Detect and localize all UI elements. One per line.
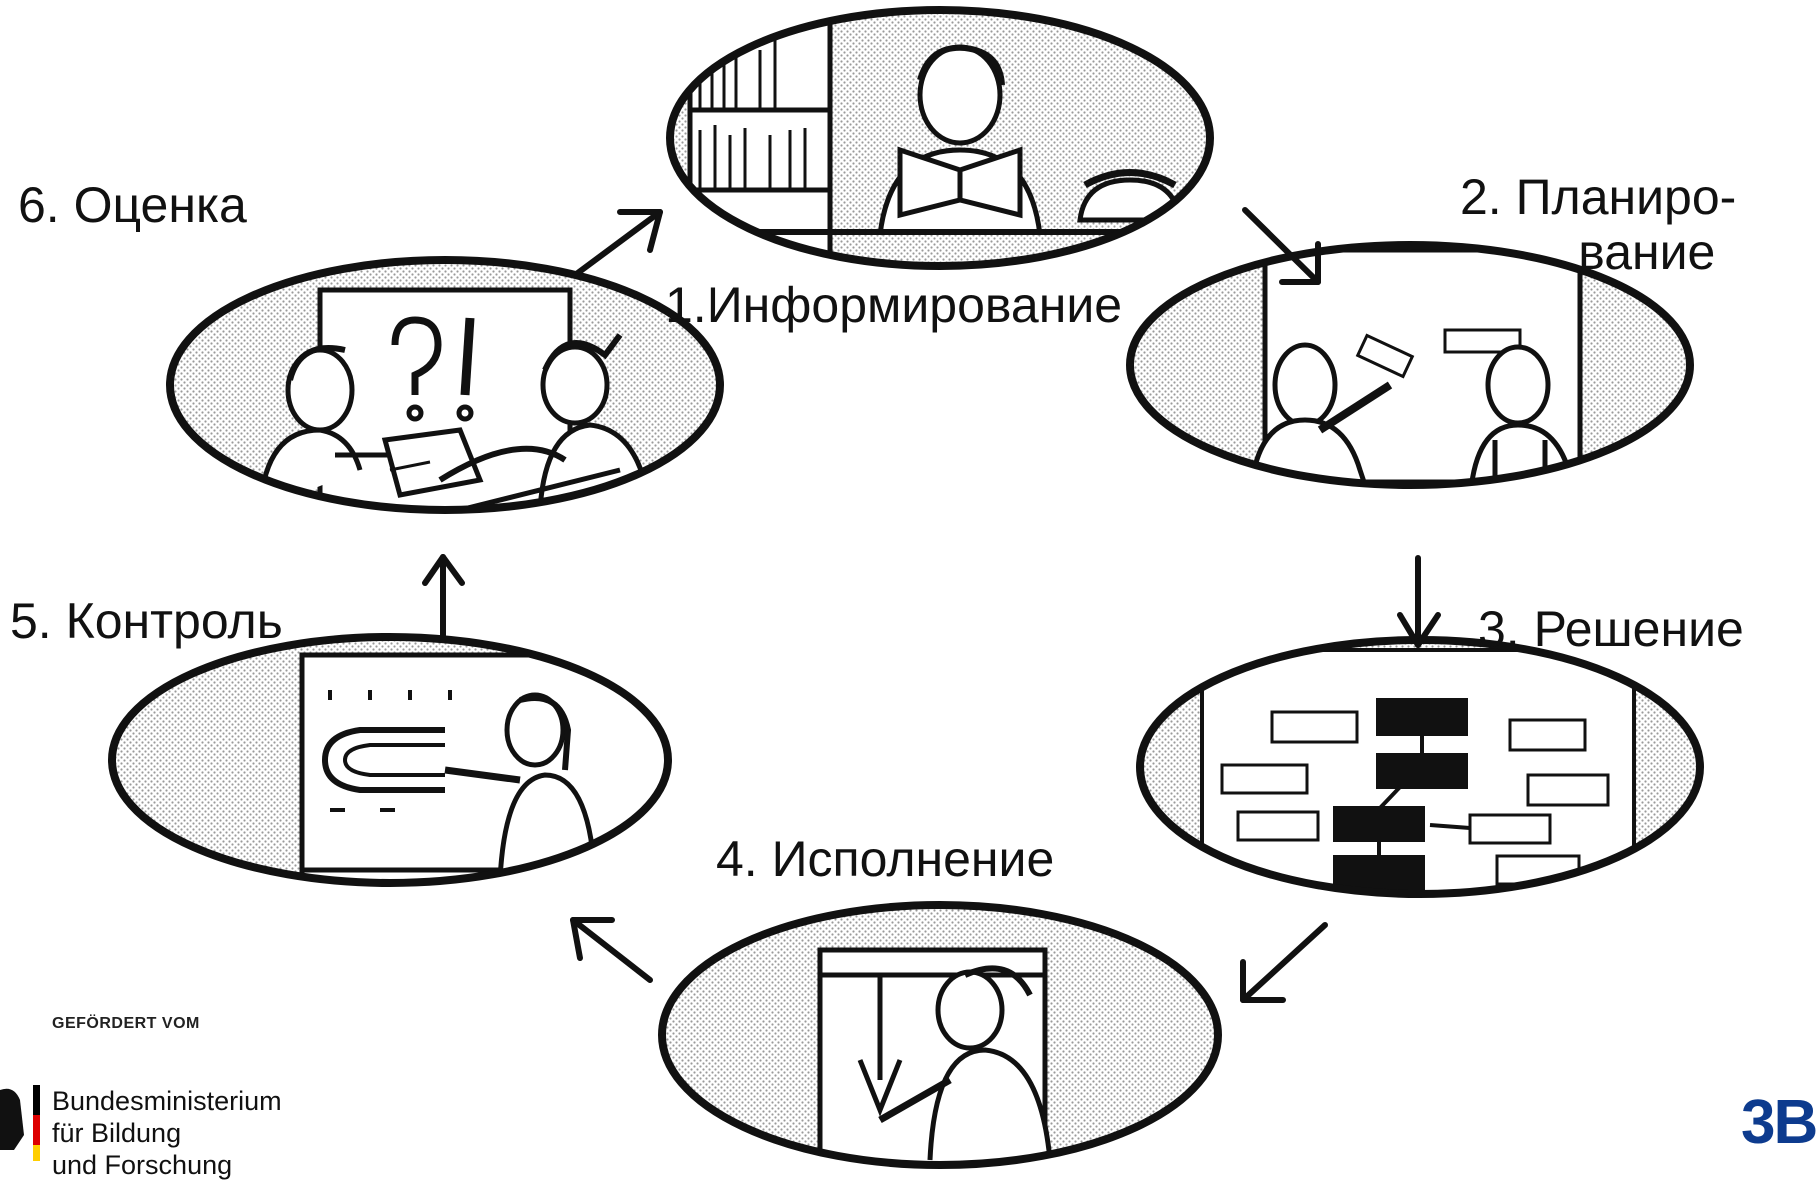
flag-black-stripe bbox=[33, 1085, 40, 1115]
eagle-icon bbox=[0, 1088, 24, 1150]
arrow-1-to-2 bbox=[1242, 207, 1321, 285]
step-4-label: 4. Исполнение bbox=[716, 831, 1055, 887]
step-1-label: 1.Информирование bbox=[665, 277, 1123, 333]
step-3-label: 3. Решение bbox=[1478, 601, 1744, 657]
illustration-informing bbox=[666, 6, 1214, 270]
step-6-label: 6. Оценка bbox=[18, 177, 247, 233]
cycle-diagram bbox=[0, 6, 1704, 1169]
flag-red-stripe bbox=[33, 1115, 40, 1145]
sponsor-caption: GEFÖRDERT VOM bbox=[52, 1015, 200, 1032]
arrow-6-to-1 bbox=[572, 209, 663, 278]
arrow-3-to-4 bbox=[1240, 922, 1328, 1003]
illustration-controlling bbox=[108, 633, 672, 887]
arrow-5-to-6 bbox=[422, 554, 465, 638]
illustration-evaluating bbox=[166, 256, 724, 514]
flag-gold-stripe bbox=[33, 1145, 40, 1161]
ministry-logo bbox=[0, 1085, 40, 1161]
illustration-planning bbox=[1126, 241, 1694, 489]
step-2-label: 2. Планиро- вание bbox=[1460, 169, 1737, 280]
arrow-4-to-5 bbox=[570, 917, 653, 983]
illustration-executing bbox=[658, 901, 1222, 1169]
arrow-2-to-3 bbox=[1397, 555, 1441, 648]
ministry-name: Bundesministerium für Bildung und Forsch… bbox=[52, 1086, 282, 1180]
brand-logo-fragment: 3B bbox=[1741, 1088, 1816, 1157]
illustration-deciding bbox=[1136, 636, 1704, 898]
step-5-label: 5. Контроль bbox=[10, 593, 283, 649]
